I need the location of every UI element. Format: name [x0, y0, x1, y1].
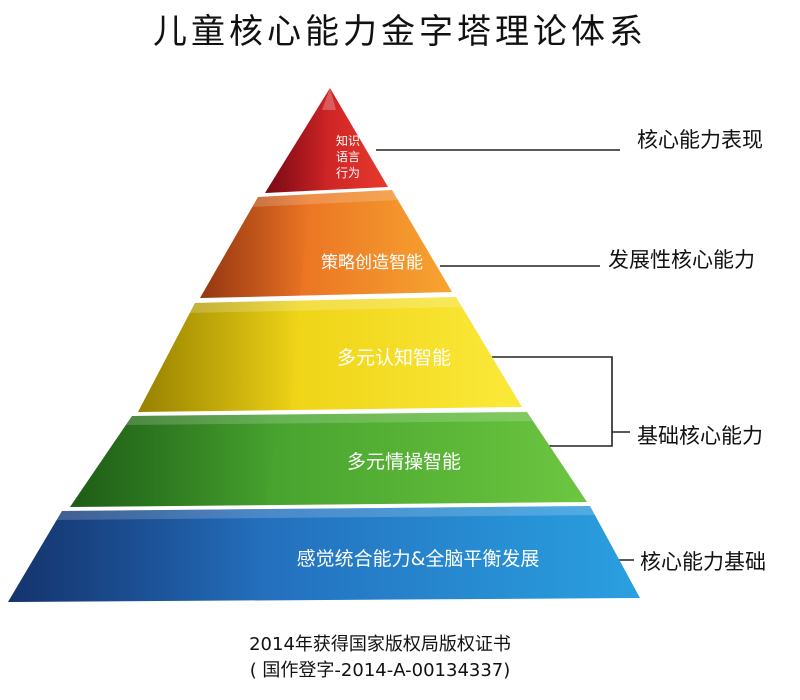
pyramid-layer-2: 策略创造智能 — [200, 190, 452, 298]
pyramid-layer-3: 多元认知智能 — [138, 297, 522, 412]
side-label-1: 核心能力表现 — [637, 128, 763, 152]
layer-2-label: 策略创造智能 — [321, 253, 423, 273]
pyramid-layer-5: 感觉统合能力&全脑平衡发展 — [8, 506, 640, 602]
footer-line-2: ( 国作登字-2014-A-00134337) — [249, 660, 511, 681]
pyramid-layer-1: 知识 语言 行为 — [265, 88, 388, 193]
side-label-4: 核心能力基础 — [640, 550, 766, 574]
layer-1-line-1: 知识 — [336, 134, 360, 148]
side-label-2: 发展性核心能力 — [608, 248, 755, 272]
layer-5-label: 感觉统合能力&全脑平衡发展 — [297, 548, 540, 570]
layer-4-label: 多元情操智能 — [347, 451, 461, 473]
layer-1-line-2: 语言 — [336, 150, 360, 164]
connector-bracket-3 — [492, 356, 613, 447]
diagram-title: 儿童核心能力金字塔理论体系 — [153, 12, 647, 52]
layer-1-line-3: 行为 — [336, 166, 360, 180]
side-label-3: 基础核心能力 — [637, 424, 763, 448]
footer-line-1: 2014年获得国家版权局版权证书 — [249, 634, 511, 655]
connector-lines — [376, 149, 634, 561]
pyramid-layer-4: 多元情操智能 — [70, 412, 587, 507]
layer-3-label: 多元认知智能 — [337, 347, 451, 369]
